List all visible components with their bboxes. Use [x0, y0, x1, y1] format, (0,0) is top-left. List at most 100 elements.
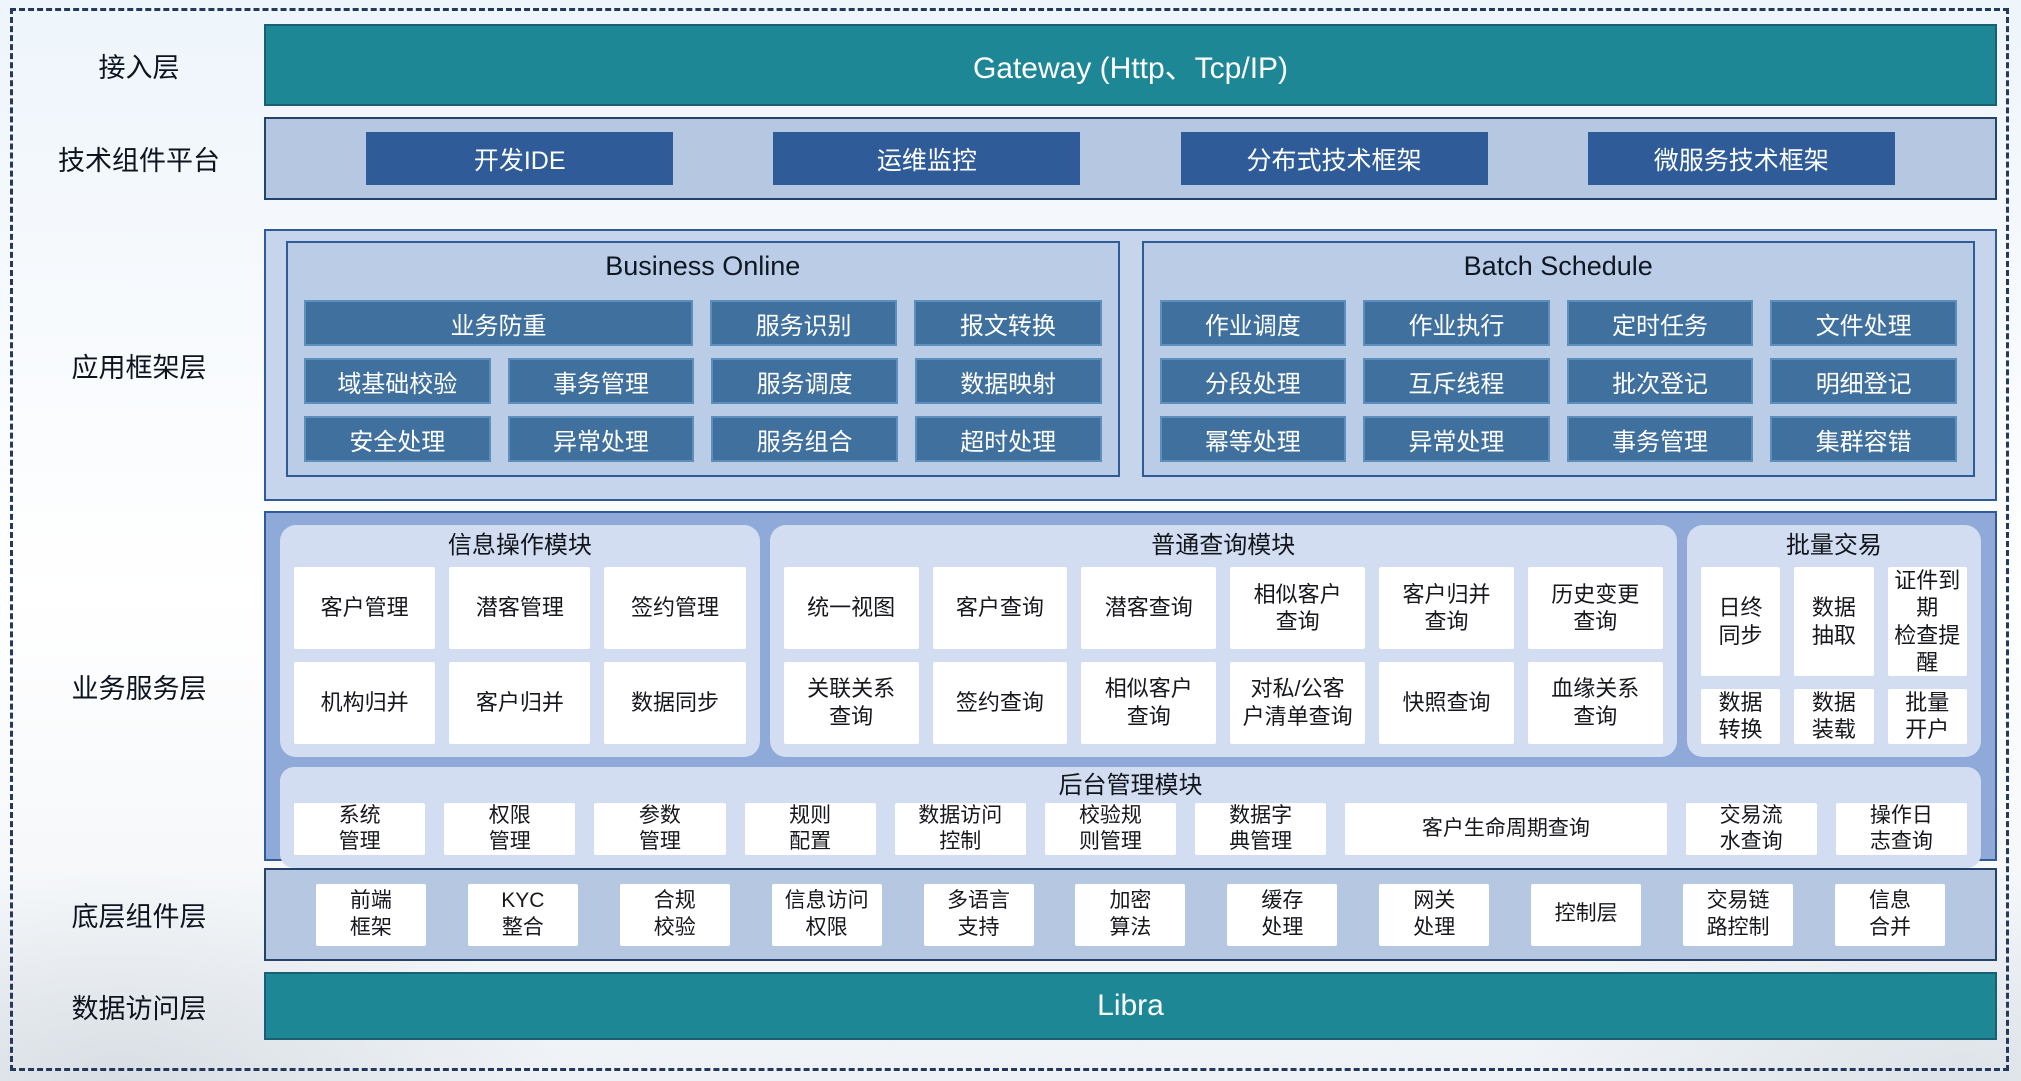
layer-label-access: 接入层 — [98, 52, 180, 83]
common-query-tile: 签约查询 — [932, 661, 1068, 744]
business-service-container: 信息操作模块 客户管理潜客管理签约管理 机构归并客户归并数据同步 普通查询模块 … — [264, 511, 1997, 868]
base-component-tile: 网关 处理 — [1379, 883, 1490, 946]
layer-label-business-service: 业务服务层 — [71, 673, 207, 704]
business-online-row-1: 业务防重服务识别报文转换 — [304, 300, 1102, 346]
business-online-title: Business Online — [605, 251, 801, 281]
info-operation-tile: 客户管理 — [294, 567, 436, 649]
layer-label-tech-platform: 技术组件平台 — [58, 146, 220, 176]
batch-schedule-tile: 明细登记 — [1770, 358, 1957, 404]
info-operation-row-1: 客户管理潜客管理签约管理 — [294, 567, 746, 649]
business-online-tile: 超时处理 — [914, 416, 1102, 462]
common-query-tile: 客户查询 — [932, 567, 1068, 649]
common-query-tile: 关联关系 查询 — [783, 661, 919, 744]
batch-schedule-tile: 事务管理 — [1566, 416, 1754, 462]
admin-module-tile: 规则 配置 — [744, 802, 876, 855]
admin-module-tile: 数据字 典管理 — [1195, 802, 1327, 855]
common-query-tile: 历史变更 查询 — [1527, 567, 1663, 649]
tech-platform-item: 微服务技术框架 — [1587, 132, 1895, 185]
batch-schedule-tile: 分段处理 — [1159, 358, 1347, 404]
info-operation-row-2: 机构归并客户归并数据同步 — [294, 661, 746, 744]
business-online-tile: 服务识别 — [709, 300, 898, 346]
diagram-dashed-border — [10, 8, 2009, 1071]
base-component-tile: 控制层 — [1531, 883, 1642, 946]
layer-label-app-framework: 应用框架层 — [71, 352, 207, 383]
admin-module: 后台管理模块 系统 管理权限 管理参数 管理规则 配置数据访问 控制校验规 则管… — [280, 766, 1981, 868]
batch-schedule-row-2: 分段处理互斥线程批次登记明细登记 — [1159, 358, 1957, 404]
business-online-panel: Business Online 业务防重服务识别报文转换 域基础校验事务管理服务… — [286, 241, 1120, 477]
business-online-row-2: 域基础校验事务管理服务调度数据映射 — [304, 358, 1102, 404]
batch-transaction-tile: 批量 开户 — [1887, 689, 1967, 744]
batch-schedule-tile: 互斥线程 — [1363, 358, 1550, 404]
business-online-tile: 数据映射 — [914, 358, 1102, 404]
batch-schedule-row-1: 作业调度作业执行定时任务文件处理 — [1159, 300, 1957, 346]
batch-schedule-tile: 异常处理 — [1363, 416, 1550, 462]
batch-schedule-tile: 幂等处理 — [1159, 416, 1347, 462]
batch-schedule-tile: 作业调度 — [1159, 300, 1347, 346]
batch-schedule-tile: 批次登记 — [1566, 358, 1754, 404]
business-online-tile: 业务防重 — [304, 300, 693, 346]
base-component-tile: 多语言 支持 — [923, 883, 1034, 946]
business-online-tile: 安全处理 — [304, 416, 491, 462]
common-query-tile: 统一视图 — [783, 567, 919, 649]
batch-transaction-tile: 日终 同步 — [1700, 567, 1781, 677]
info-operation-module: 信息操作模块 客户管理潜客管理签约管理 机构归并客户归并数据同步 — [280, 525, 760, 757]
info-operation-module-title: 信息操作模块 — [447, 532, 592, 559]
info-operation-tile: 机构归并 — [294, 661, 436, 744]
common-query-tile: 血缘关系 查询 — [1527, 661, 1663, 744]
business-online-tile: 服务调度 — [711, 358, 898, 404]
admin-module-title: 后台管理模块 — [1058, 771, 1203, 799]
business-online-tile: 域基础校验 — [304, 358, 491, 404]
base-component-tile: 加密 算法 — [1075, 883, 1186, 946]
batch-schedule-tile: 文件处理 — [1770, 300, 1957, 346]
admin-module-tile: 客户生命周期查询 — [1345, 802, 1667, 855]
app-framework-container: Business Online 业务防重服务识别报文转换 域基础校验事务管理服务… — [264, 229, 1997, 501]
gateway-bar: Gateway (Http、Tcp/IP) — [264, 24, 1997, 106]
admin-module-tile: 交易流 水查询 — [1685, 802, 1817, 855]
common-query-module: 普通查询模块 统一视图客户查询潜客查询相似客户 查询客户归并 查询历史变更 查询… — [769, 525, 1677, 757]
base-component-tile: KYC 整合 — [467, 883, 578, 946]
base-component-tile: 前端 框架 — [315, 883, 426, 946]
common-query-tile: 相似客户 查询 — [1081, 661, 1217, 744]
admin-module-tile: 系统 管理 — [294, 802, 426, 855]
batch-schedule-tile: 定时任务 — [1566, 300, 1754, 346]
info-operation-tile: 数据同步 — [604, 661, 746, 744]
architecture-diagram: 接入层 Gateway (Http、Tcp/IP) 技术组件平台 开发IDE 运维… — [14, 14, 2007, 1071]
layer-app-framework: 应用框架层 Business Online 业务防重服务识别报文转换 域基础校验… — [14, 229, 2007, 501]
tech-platform-item: 开发IDE — [366, 132, 674, 185]
base-component-tile: 合规 校验 — [619, 883, 730, 946]
common-query-tile: 潜客查询 — [1081, 567, 1217, 649]
batch-transaction-row-2: 数据 转换数据 装载批量 开户 — [1700, 689, 1967, 744]
batch-transaction-tile: 数据 装载 — [1794, 689, 1874, 744]
batch-schedule-tile: 集群容错 — [1770, 416, 1957, 462]
admin-module-tile: 权限 管理 — [444, 802, 576, 855]
layer-label-data-access: 数据访问层 — [71, 993, 207, 1024]
common-query-tile: 客户归并 查询 — [1379, 567, 1514, 649]
info-operation-tile: 潜客管理 — [449, 567, 591, 649]
batch-schedule-row-3: 幂等处理异常处理事务管理集群容错 — [1159, 416, 1957, 462]
admin-module-tile: 数据访问 控制 — [894, 802, 1026, 855]
common-query-module-title: 普通查询模块 — [1151, 532, 1296, 559]
admin-module-row: 系统 管理权限 管理参数 管理规则 配置数据访问 控制校验规 则管理数据字 典管… — [294, 802, 1967, 855]
business-online-tile: 异常处理 — [507, 416, 695, 462]
admin-module-tile: 参数 管理 — [594, 802, 726, 855]
business-online-row-3: 安全处理异常处理服务组合超时处理 — [304, 416, 1102, 462]
layer-tech-platform: 技术组件平台 开发IDE 运维监控 分布式技术框架 微服务技术框架 — [14, 117, 2007, 200]
common-query-tile: 相似客户 查询 — [1230, 567, 1366, 649]
base-component-tile: 交易链 路控制 — [1683, 883, 1794, 946]
batch-schedule-title: Batch Schedule — [1463, 251, 1653, 281]
batch-transaction-tile: 数据 抽取 — [1794, 567, 1874, 677]
business-online-tile: 事务管理 — [507, 358, 695, 404]
business-service-modules: 信息操作模块 客户管理潜客管理签约管理 机构归并客户归并数据同步 普通查询模块 … — [280, 525, 1981, 757]
business-online-tile: 服务组合 — [711, 416, 898, 462]
common-query-tile: 对私/公客 户清单查询 — [1230, 661, 1366, 744]
info-operation-tile: 签约管理 — [604, 567, 746, 649]
common-query-row-2: 关联关系 查询签约查询相似客户 查询对私/公客 户清单查询快照查询血缘关系 查询 — [783, 661, 1663, 744]
tech-platform-item: 运维监控 — [773, 132, 1081, 185]
base-component-tile: 缓存 处理 — [1227, 883, 1338, 946]
tech-platform-item: 分布式技术框架 — [1180, 132, 1488, 185]
admin-module-tile: 操作日 志查询 — [1835, 802, 1967, 855]
layer-access: 接入层 Gateway (Http、Tcp/IP) — [14, 24, 2007, 106]
business-online-tile: 报文转换 — [914, 300, 1102, 346]
batch-schedule-tile: 作业执行 — [1363, 300, 1550, 346]
